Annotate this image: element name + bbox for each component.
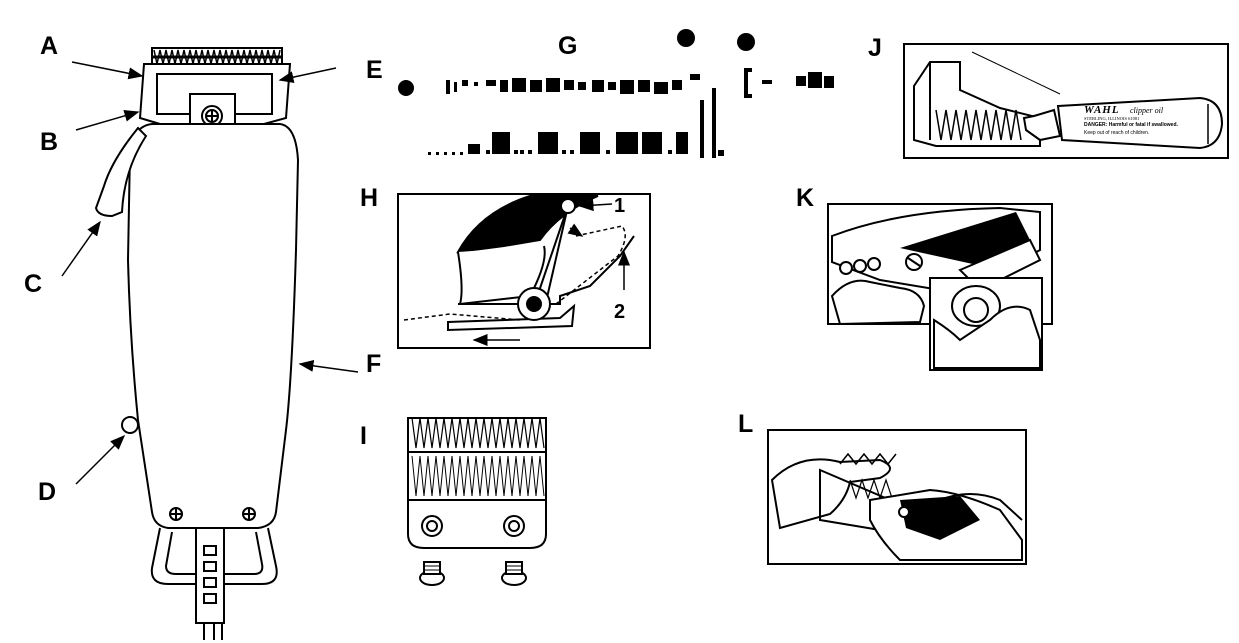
callout-h-1: 1 bbox=[614, 195, 626, 217]
clipper-body bbox=[126, 123, 300, 529]
clipper-blade-teeth bbox=[151, 47, 283, 65]
figure-k bbox=[827, 203, 1053, 371]
oil-tube-maker: STERLING, ILLINOIS 61081 bbox=[1084, 116, 1140, 121]
clipper-main bbox=[94, 47, 300, 640]
label-j: J bbox=[868, 34, 882, 62]
label-e: E bbox=[366, 56, 383, 84]
dotted-row-1 bbox=[446, 68, 834, 98]
label-i: I bbox=[360, 422, 367, 450]
callout-arrows-main bbox=[61, 61, 359, 485]
bottom-screws bbox=[169, 507, 256, 521]
blade-screws-loose bbox=[419, 561, 527, 586]
dotted-row-2 bbox=[428, 88, 724, 158]
figure-i-blade bbox=[407, 417, 547, 586]
figure-h bbox=[397, 193, 651, 349]
label-b: B bbox=[40, 128, 59, 156]
figure-j bbox=[903, 43, 1229, 159]
label-h: H bbox=[360, 184, 379, 212]
label-a: A bbox=[40, 32, 59, 60]
label-c: C bbox=[24, 270, 43, 298]
label-g: G bbox=[558, 32, 578, 60]
label-f: F bbox=[366, 350, 382, 378]
figure-l bbox=[767, 429, 1027, 565]
label-k: K bbox=[796, 184, 815, 212]
label-l: L bbox=[738, 410, 754, 438]
label-d: D bbox=[38, 478, 57, 506]
lever bbox=[94, 126, 148, 218]
oil-tube-warning: Keep out of reach of children. bbox=[1084, 130, 1150, 136]
oil-tube-product: clipper oil bbox=[1130, 106, 1164, 115]
oil-tube-danger: DANGER: Harmful or fatal if swallowed. bbox=[1084, 122, 1178, 128]
power-screw bbox=[121, 416, 139, 434]
callout-h-2: 2 bbox=[614, 301, 626, 323]
oil-tube-brand: WAHL bbox=[1084, 104, 1120, 116]
cord bbox=[195, 527, 225, 624]
figure-g-graphic bbox=[398, 29, 834, 158]
